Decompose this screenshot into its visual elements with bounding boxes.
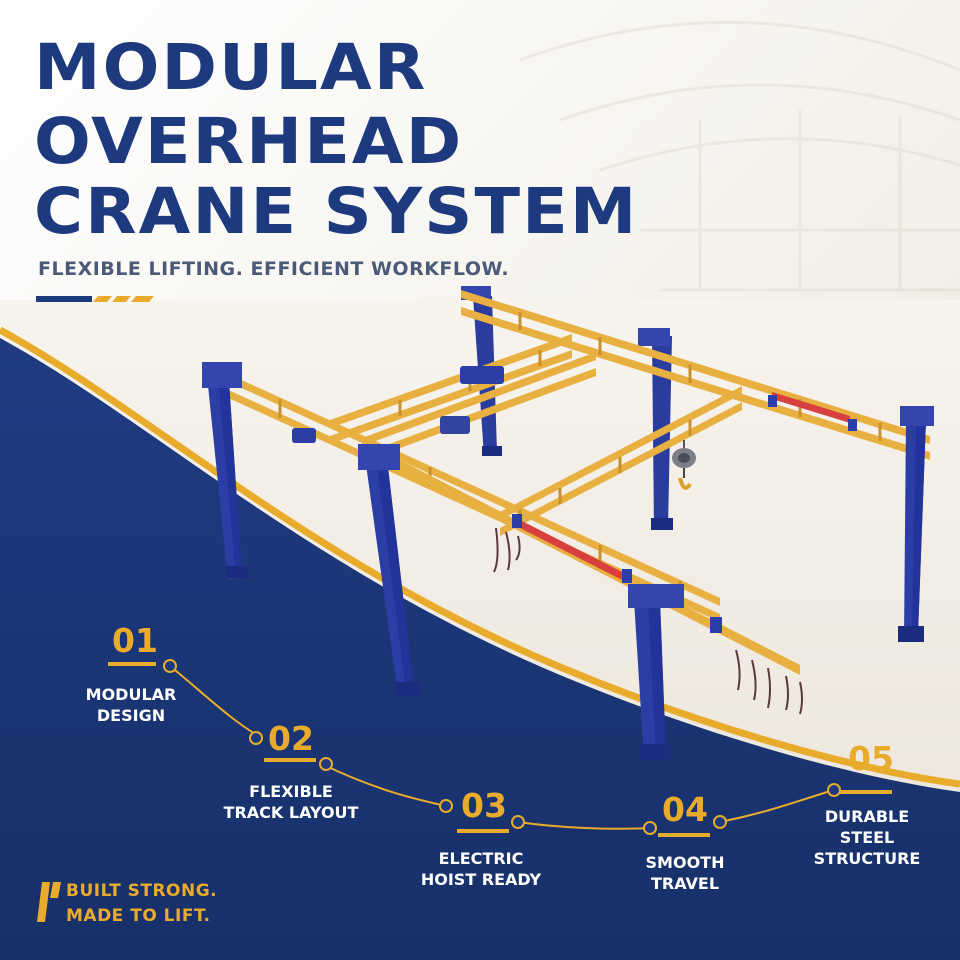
title-line-2: OVERHEAD (34, 105, 464, 178)
feature-underline (264, 758, 316, 762)
feature-number: 03 (461, 786, 507, 825)
feature-node (511, 815, 525, 829)
tagline-line-2: MADE TO LIFT. (66, 906, 211, 926)
feature-label: DURABLE STEEL STRUCTURE (813, 807, 921, 868)
hoist-trolley (440, 416, 470, 434)
bridge-girder (500, 386, 742, 536)
title-line-1: MODULAR (34, 31, 428, 104)
subtitle: FLEXIBLE LIFTING. EFFICIENT WORKFLOW. (38, 258, 510, 280)
feature-node (319, 757, 333, 771)
feature-underline (108, 662, 156, 666)
feature-underline (658, 833, 710, 837)
feature-number: 04 (662, 790, 708, 829)
title-line-3: CRANE SYSTEM (34, 175, 639, 248)
feature-node (163, 659, 177, 673)
gold-dash (131, 296, 154, 302)
feature-label: FLEXIBLE TRACK LAYOUT (223, 782, 359, 822)
feature-path (169, 665, 835, 830)
bridge-girder (330, 334, 572, 444)
crane-runway (461, 290, 930, 460)
navy-dash (36, 296, 92, 302)
feature-number: 05 (848, 739, 894, 778)
feature-node (643, 821, 657, 835)
warehouse-backdrop (519, 20, 960, 292)
tagline-line-1: BUILT STRONG. (66, 881, 218, 901)
feature-label: SMOOTH TRAVEL (645, 853, 725, 893)
crane-column (628, 584, 684, 760)
navy-swoosh (0, 338, 960, 960)
extension-rail (400, 460, 800, 675)
feature-underline (840, 790, 892, 794)
feature-node (249, 731, 263, 745)
feature-number: 01 (112, 621, 158, 660)
crane-column (898, 406, 934, 642)
feature-node (439, 799, 453, 813)
hoist-trolley (460, 366, 504, 384)
end-truck (292, 428, 316, 443)
crane-column (202, 362, 248, 580)
gold-accent-curve (0, 326, 960, 788)
feature-number: 02 (268, 719, 314, 758)
crane-column (358, 444, 420, 696)
gold-dash (112, 296, 131, 302)
electric-hoist (672, 440, 696, 490)
bridge-girder (362, 352, 596, 462)
feature-label: ELECTRIC HOIST READY (420, 849, 542, 889)
crane-structure (202, 286, 934, 760)
feature-node (827, 783, 841, 797)
gold-dash (93, 296, 112, 302)
feature-underline (457, 829, 509, 833)
feature-node (713, 815, 727, 829)
brand-mark-icon (37, 882, 61, 922)
festoon-cables (493, 527, 803, 715)
feature-label: MODULAR DESIGN (85, 685, 177, 725)
